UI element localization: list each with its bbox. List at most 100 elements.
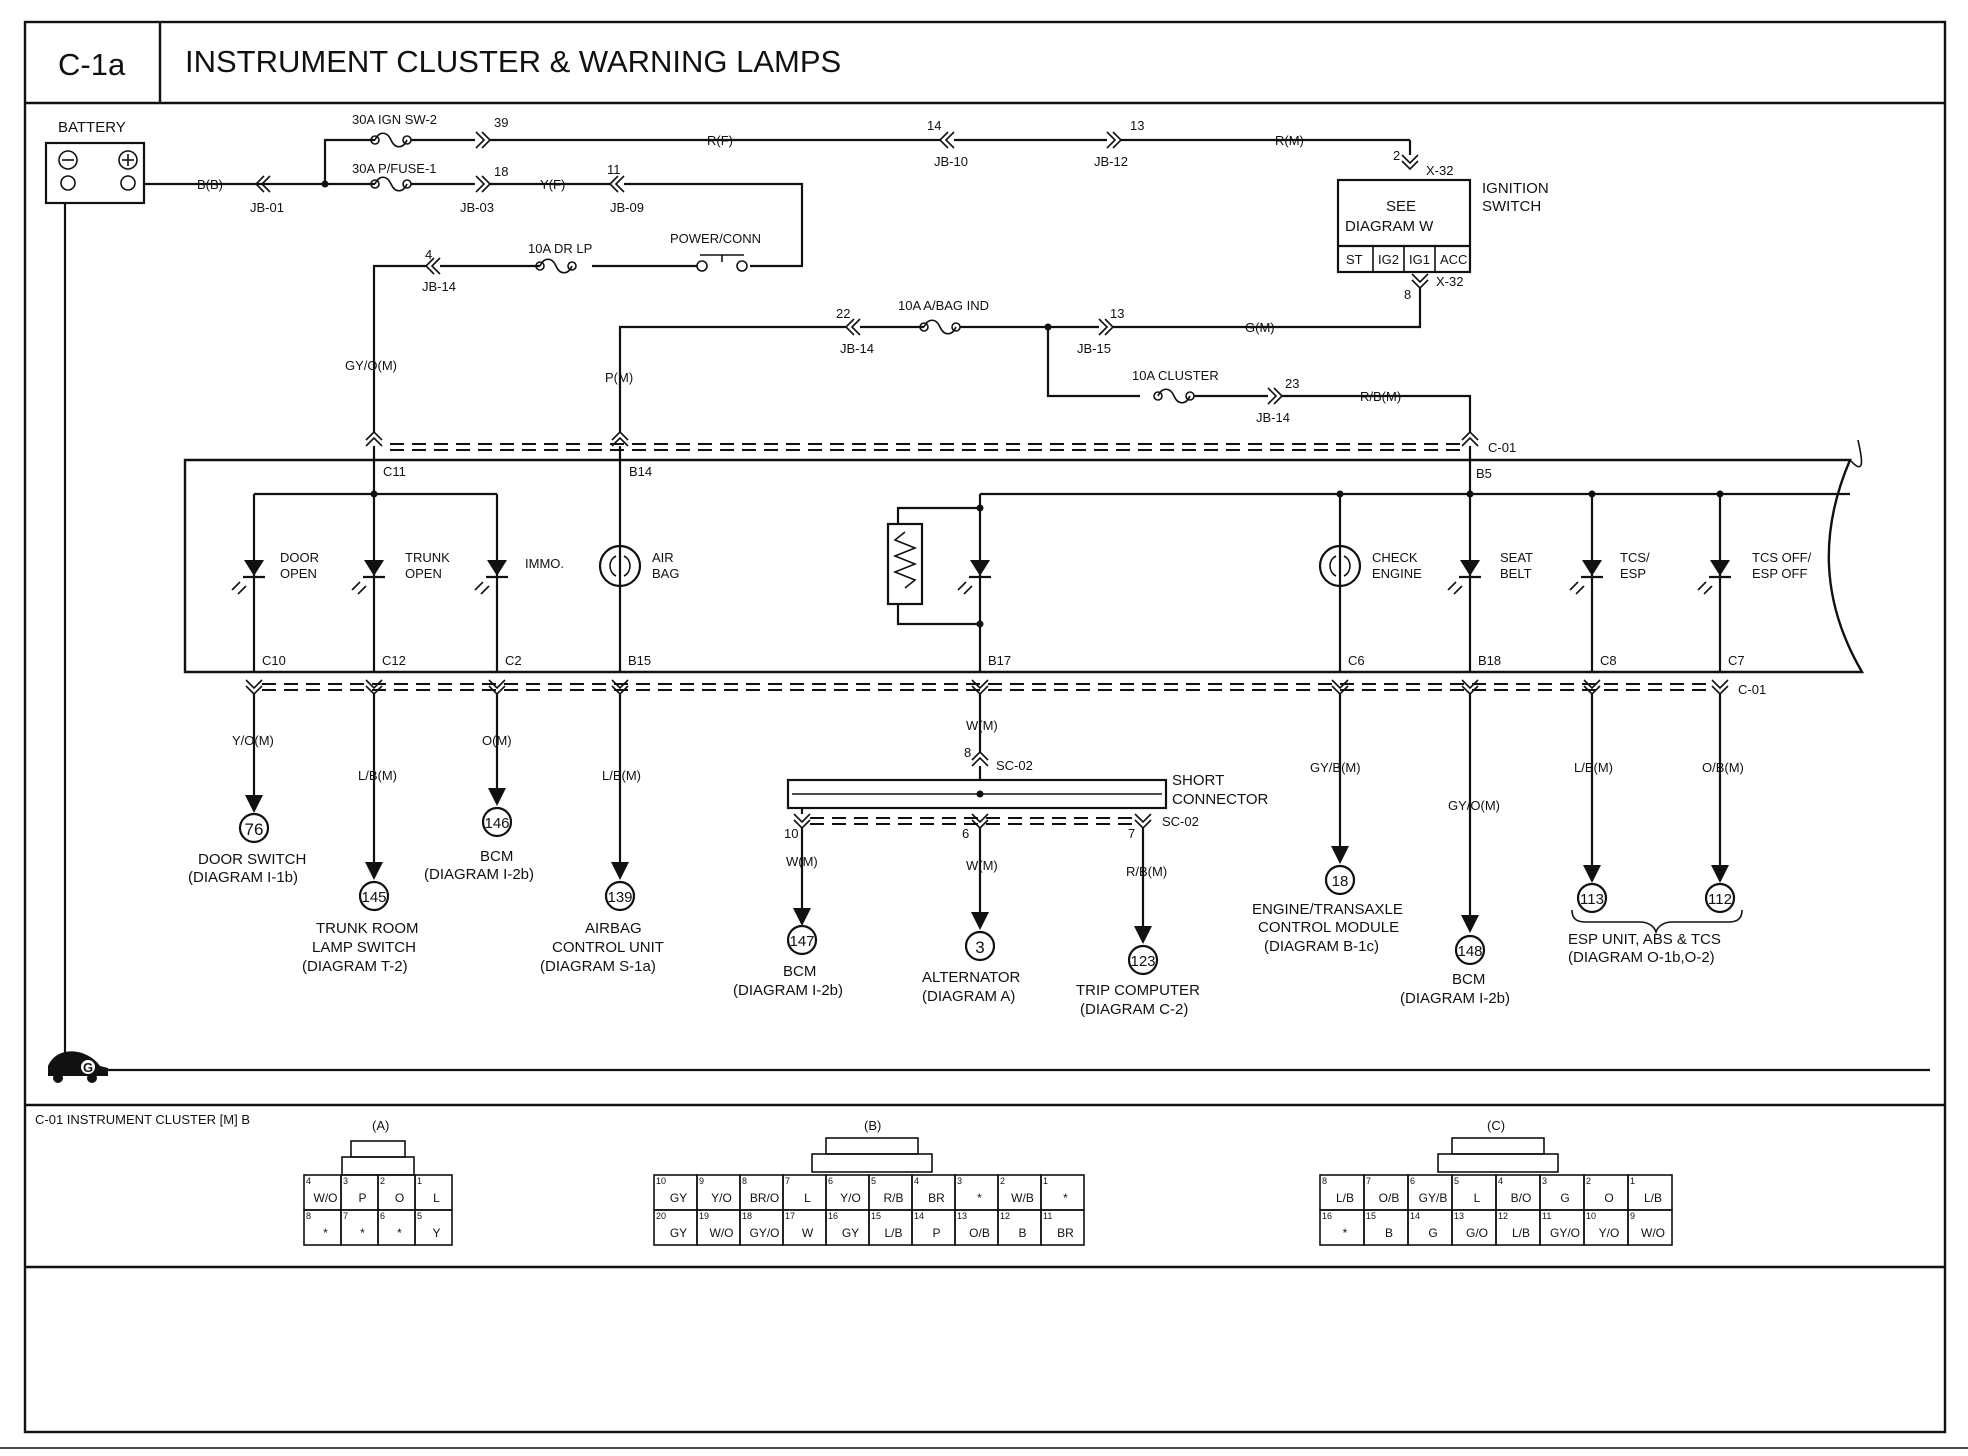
svg-text:L/B(M): L/B(M) <box>602 768 641 783</box>
svg-text:TCS/: TCS/ <box>1620 550 1650 565</box>
jb09-label: JB-09 <box>610 200 644 215</box>
connector-wire-color: W/O <box>314 1191 338 1205</box>
wire-rm-label: R(M) <box>1275 133 1304 148</box>
connector-pin-number: 2 <box>1000 1176 1005 1186</box>
svg-text:L/B(M): L/B(M) <box>1574 760 1613 775</box>
svg-text:BAG: BAG <box>652 566 679 581</box>
svg-text:ENGINE/TRANSAXLE: ENGINE/TRANSAXLE <box>1252 901 1403 918</box>
power-conn-label: POWER/CONN <box>670 231 761 246</box>
svg-text:11: 11 <box>607 162 621 177</box>
short-connector <box>786 778 1168 810</box>
svg-text:112: 112 <box>1708 891 1732 908</box>
svg-text:DOOR SWITCH: DOOR SWITCH <box>198 851 306 868</box>
wire-pm-label: P(M) <box>605 370 633 385</box>
wire-rbm-label: R/B(M) <box>1360 389 1401 404</box>
svg-text:139: 139 <box>607 889 632 906</box>
connector-wire-color: B/O <box>1511 1191 1532 1205</box>
svg-text:R/B(M): R/B(M) <box>1126 864 1167 879</box>
svg-text:(DIAGRAM B-1c): (DIAGRAM B-1c) <box>1264 938 1379 955</box>
connector-pin-number: 1 <box>417 1176 422 1186</box>
svg-text:(B): (B) <box>864 1118 881 1133</box>
svg-text:L/B(M): L/B(M) <box>358 768 397 783</box>
connector-pin-number: 18 <box>742 1211 752 1221</box>
connector-pin-number: 5 <box>417 1211 422 1221</box>
svg-text:22: 22 <box>836 306 850 321</box>
connector-wire-color: O/B <box>969 1226 990 1240</box>
svg-text:TRUNK: TRUNK <box>405 550 450 565</box>
svg-text:13: 13 <box>1110 306 1124 321</box>
connector-pin-number: 11 <box>1542 1211 1551 1221</box>
connector-pin-number: 15 <box>1366 1211 1376 1221</box>
svg-text:39: 39 <box>494 115 508 130</box>
connector-pin-number: 4 <box>1498 1176 1503 1186</box>
connector-wire-color: GY/O <box>1550 1226 1580 1240</box>
connector-wire-color: Y/O <box>1599 1226 1620 1240</box>
jb03-label: JB-03 <box>460 200 494 215</box>
svg-text:OPEN: OPEN <box>280 566 317 581</box>
jb15-label: JB-15 <box>1077 341 1111 356</box>
svg-text:C11: C11 <box>383 464 406 479</box>
connector-pin-number: 19 <box>699 1211 709 1221</box>
connector-wire-color: * <box>1063 1191 1068 1205</box>
svg-text:AIR: AIR <box>652 550 674 565</box>
svg-text:TRIP COMPUTER: TRIP COMPUTER <box>1076 982 1200 999</box>
jb01-label: JB-01 <box>250 200 284 215</box>
c01-bottom-label: C-01 <box>1738 682 1766 697</box>
svg-text:ESP UNIT, ABS & TCS: ESP UNIT, ABS & TCS <box>1568 931 1721 948</box>
connector-pin-number: 10 <box>656 1176 666 1186</box>
svg-text:(DIAGRAM I-2b): (DIAGRAM I-2b) <box>1400 990 1510 1007</box>
svg-text:C7: C7 <box>1728 653 1745 668</box>
connector-wire-color: BR <box>928 1191 945 1205</box>
connector-pin-cell <box>414 1209 453 1246</box>
connector-pin-number: 7 <box>343 1211 348 1221</box>
svg-text:CONTROL UNIT: CONTROL UNIT <box>552 939 664 956</box>
svg-text:Y/O(M): Y/O(M) <box>232 733 274 748</box>
connector-pin-number: 14 <box>1410 1211 1420 1221</box>
connector-pin-number: 15 <box>871 1211 881 1221</box>
connector-pin-number: 14 <box>914 1211 924 1221</box>
connector-wire-color: O/B <box>1379 1191 1400 1205</box>
component-148 <box>1454 934 1486 966</box>
wire-rf-label: R(F) <box>707 133 733 148</box>
connector-wire-color: W/B <box>1011 1191 1034 1205</box>
connector-wire-color: L/B <box>884 1226 902 1240</box>
svg-text:BCM: BCM <box>480 848 513 865</box>
svg-text:(DIAGRAM I-2b): (DIAGRAM I-2b) <box>733 982 843 999</box>
svg-text:(DIAGRAM S-1a): (DIAGRAM S-1a) <box>540 958 656 975</box>
svg-text:(DIAGRAM I-1b): (DIAGRAM I-1b) <box>188 869 298 886</box>
connector-pin-number: 8 <box>742 1176 747 1186</box>
connector-pin-cell <box>1627 1209 1673 1246</box>
svg-text:ACC: ACC <box>1440 252 1467 267</box>
svg-text:(DIAGRAM C-2): (DIAGRAM C-2) <box>1080 1001 1188 1018</box>
connector-wire-color: B <box>1385 1226 1393 1240</box>
battery-label: BATTERY <box>58 119 126 136</box>
svg-text:18: 18 <box>494 164 508 179</box>
connector-wire-color: Y/O <box>840 1191 861 1205</box>
component-112 <box>1704 882 1736 914</box>
svg-text:SEAT: SEAT <box>1500 550 1533 565</box>
battery-wire-label: B(B) <box>197 177 223 192</box>
connector-pin-number: 3 <box>343 1176 348 1186</box>
svg-text:3: 3 <box>975 938 984 957</box>
svg-text:BELT: BELT <box>1500 566 1532 581</box>
svg-text:13: 13 <box>1130 118 1144 133</box>
connector-c: (C) 8L/B7O/B6GY/B5L4B/O3G2O1L/B16*15B14G… <box>1319 1118 1673 1246</box>
component-113 <box>1576 882 1608 914</box>
connector-pin-number: 6 <box>1410 1176 1415 1186</box>
connector-wire-color: W/O <box>1641 1226 1665 1240</box>
svg-text:(DIAGRAM T-2): (DIAGRAM T-2) <box>302 958 408 975</box>
svg-text:DOOR: DOOR <box>280 550 319 565</box>
connector-wire-color: L <box>433 1191 440 1205</box>
svg-text:B15: B15 <box>628 653 651 668</box>
connector-wire-color: L/B <box>1336 1191 1354 1205</box>
connector-pin-number: 13 <box>1454 1211 1464 1221</box>
connector-wire-color: G <box>1560 1191 1569 1205</box>
connector-wire-color: GY <box>842 1226 859 1240</box>
diagram-title: INSTRUMENT CLUSTER & WARNING LAMPS <box>185 44 841 79</box>
svg-text:X-32: X-32 <box>1436 274 1463 289</box>
connector-pin-number: 8 <box>306 1211 311 1221</box>
instrument-cluster <box>183 458 1865 674</box>
svg-text:145: 145 <box>361 889 386 906</box>
connector-pin-number: 20 <box>656 1211 666 1221</box>
